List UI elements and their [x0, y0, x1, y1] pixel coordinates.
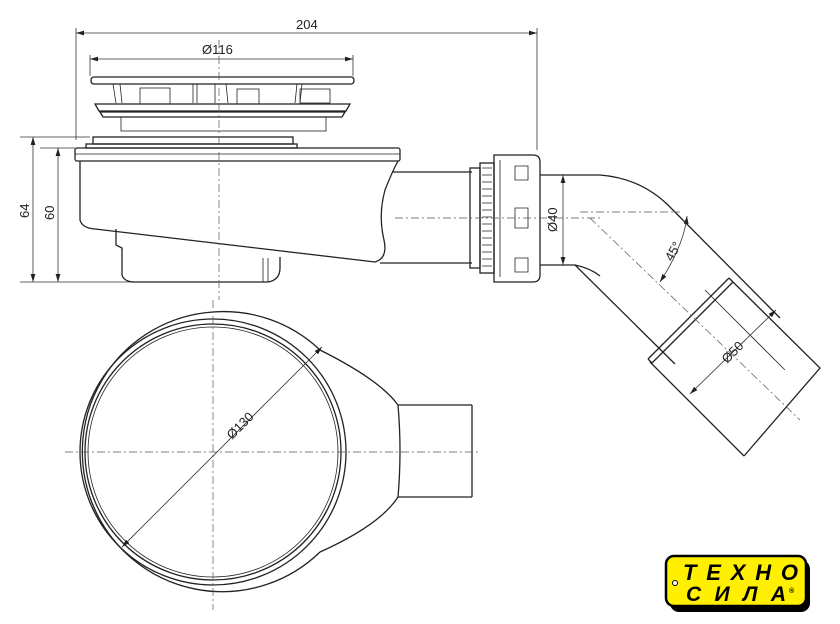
- dim-130-label: Ø130: [224, 409, 257, 442]
- dim-64-label: 64: [17, 204, 32, 218]
- top-view: Ø130: [65, 300, 480, 610]
- dim-45-label: 45°: [662, 239, 685, 264]
- dim-60-label: 60: [42, 206, 57, 220]
- brand-logo: ТЕХНО СИЛА ®: [664, 554, 810, 612]
- dim-116-label: Ø116: [202, 42, 233, 57]
- side-view: 204 Ø116: [17, 17, 821, 457]
- dim-204-label: 204: [296, 17, 318, 32]
- logo-registered-mark: ®: [789, 587, 795, 595]
- dim-40-label: Ø40: [545, 207, 560, 232]
